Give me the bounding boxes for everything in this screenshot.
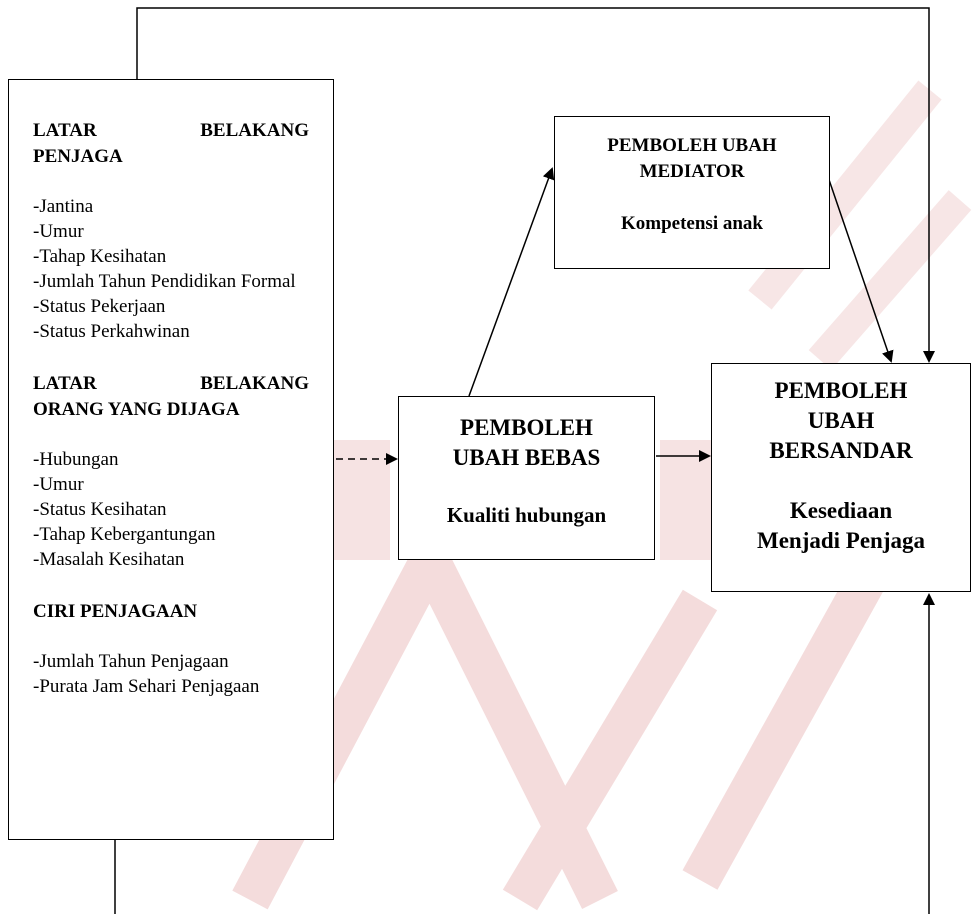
- list-item: -Tahap Kebergantungan: [33, 524, 216, 545]
- box-heading: PEMBOLEH: [774, 378, 908, 403]
- list-item: -Status Kesihatan: [33, 499, 167, 520]
- list-item: -Status Perkahwinan: [33, 321, 190, 342]
- caregiving-items: -Jumlah Tahun Penjagaan -Purata Jam Seha…: [33, 649, 309, 699]
- background-variables-box: LATAR BELAKANG PENJAGA -Jantina -Umur -T…: [8, 79, 334, 840]
- section-title-caregiver: LATAR BELAKANG PENJAGA: [33, 118, 309, 170]
- box-heading: UBAH BEBAS: [452, 445, 601, 470]
- box-heading: PEMBOLEH UBAH: [607, 135, 777, 156]
- section-title-caregiving: CIRI PENJAGAAN: [33, 601, 198, 622]
- title-word: PENJAGA: [33, 146, 123, 167]
- list-item: -Umur: [33, 221, 84, 242]
- box-heading: PEMBOLEH: [460, 415, 593, 440]
- box-heading: UBAH: [807, 408, 875, 433]
- list-item: -Umur: [33, 474, 84, 495]
- title-word: BELAKANG: [200, 120, 309, 141]
- list-item: -Purata Jam Sehari Penjagaan: [33, 676, 260, 697]
- box-subtitle: Kualiti hubungan: [446, 503, 607, 527]
- box-heading: MEDIATOR: [639, 161, 745, 182]
- section-title-care-recipient: LATAR BELAKANG ORANG YANG DIJAGA: [33, 371, 309, 423]
- care-recipient-items: -Hubungan -Umur -Status Kesihatan -Tahap…: [33, 447, 309, 572]
- dependent-variable-box: PEMBOLEH UBAH BERSANDAR Kesediaan Menjad…: [711, 363, 971, 592]
- title-word: BELAKANG: [200, 373, 309, 394]
- mediator-to-dependent-arrow: [824, 167, 894, 363]
- feedback-top-connector: [136, 7, 935, 363]
- independent-variable-box: PEMBOLEH UBAH BEBAS Kualiti hubungan: [398, 396, 655, 560]
- title-word: LATAR: [33, 373, 97, 394]
- caregiver-items: -Jantina -Umur -Tahap Kesihatan -Jumlah …: [33, 194, 309, 344]
- mediator-variable-box: PEMBOLEH UBAH MEDIATOR Kompetensi anak: [554, 116, 830, 269]
- list-item: -Masalah Kesihatan: [33, 549, 185, 570]
- box-heading: BERSANDAR: [769, 438, 913, 463]
- box-subtitle: Kesediaan: [789, 498, 893, 523]
- list-item: -Jumlah Tahun Penjagaan: [33, 651, 229, 672]
- list-item: -Jantina: [33, 196, 94, 217]
- list-item: -Jumlah Tahun Pendidikan Formal: [33, 271, 296, 292]
- box-subtitle: Menjadi Penjaga: [756, 528, 925, 553]
- title-word: LATAR: [33, 120, 97, 141]
- list-item: -Tahap Kesihatan: [33, 246, 167, 267]
- title-word: ORANG YANG DIJAGA: [33, 399, 240, 420]
- independent-to-mediator-arrow: [468, 167, 555, 397]
- list-item: -Status Pekerjaan: [33, 296, 166, 317]
- list-item: -Hubungan: [33, 449, 119, 470]
- box-subtitle: Kompetensi anak: [621, 213, 763, 234]
